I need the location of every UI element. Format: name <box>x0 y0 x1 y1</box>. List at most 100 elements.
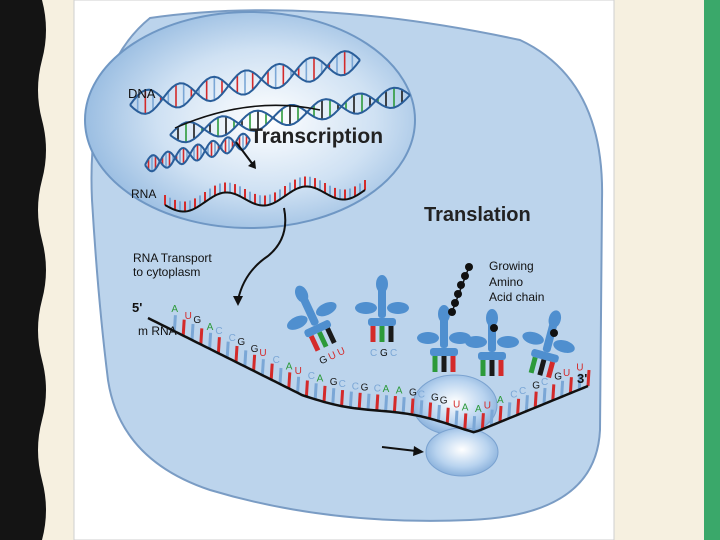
mrna-base-letter: G <box>532 381 540 392</box>
trna-anticodon-letter: U <box>336 346 347 359</box>
trna-anticodon-base <box>450 356 456 372</box>
mrna-base <box>454 410 459 427</box>
mrna-base <box>340 389 345 407</box>
mrna-base-letter: A <box>396 386 403 397</box>
mrna-base <box>401 397 406 414</box>
trna-base-arm <box>531 349 559 363</box>
growing-chain-label-line1: Growing <box>489 259 534 273</box>
mrna-base <box>322 385 327 402</box>
trna-anticodon-base <box>441 356 447 372</box>
trna-base-arm <box>368 318 396 326</box>
trna-right-loop <box>553 340 575 353</box>
trna-anticodon-letter: U <box>327 350 338 363</box>
trna-stem <box>440 318 448 348</box>
trna-top-loop <box>294 285 309 303</box>
growing-chain-label-line3: Acid chain <box>489 290 544 304</box>
mrna-base <box>234 345 239 363</box>
mrna-base-letter: G <box>361 382 369 393</box>
trna-anticodon-base <box>325 327 337 345</box>
trna-left-loop <box>286 315 308 330</box>
mrna-base-letter: A <box>317 374 324 385</box>
mrna-base-letter: U <box>259 348 266 359</box>
mrna-base-letter: A <box>207 322 214 333</box>
mrna-base <box>577 373 582 390</box>
trna-anticodon-letter: C <box>390 348 397 359</box>
mrna-base <box>199 328 204 345</box>
rna-transport-label-line2: to cytoplasm <box>133 265 200 279</box>
trna-right-loop <box>497 336 519 348</box>
mrna-base-letter: U <box>453 400 460 411</box>
trna-base-arm <box>430 348 458 356</box>
mrna-base <box>260 359 265 376</box>
mrna-base <box>208 332 213 349</box>
mrna-base <box>225 341 230 358</box>
mrna-base <box>542 387 547 405</box>
mrna-base-letter: U <box>576 363 583 374</box>
mrna-base <box>489 409 494 426</box>
dna-backbone <box>144 136 251 173</box>
mrna-base-letter: C <box>510 390 517 401</box>
trna-top-loop <box>438 305 450 323</box>
mrna-base-letter: C <box>352 381 359 392</box>
mrna-base <box>384 395 389 412</box>
mrna-base-letter: G <box>237 337 245 348</box>
mrna-base <box>348 391 353 408</box>
mrna-base-letter: A <box>462 402 469 413</box>
mrna-base <box>410 398 415 415</box>
mrna-base <box>586 369 591 387</box>
five-prime-label: 5' <box>132 300 142 315</box>
amino-acid-link <box>451 266 470 313</box>
mrna-base <box>331 388 336 405</box>
mrna-base-letter: G <box>431 393 439 404</box>
trna-anticodon-base <box>432 356 438 372</box>
mrna-base-letter: C <box>308 371 315 382</box>
dna-backbone <box>169 86 411 138</box>
mrna-base-letter: A <box>383 384 390 395</box>
rna-transport-label-line1: RNA Transport <box>133 251 212 265</box>
mrna-base-letter: G <box>251 344 259 355</box>
mrna-base-letter: U <box>295 366 302 377</box>
amino-acid-bead <box>490 324 498 332</box>
mrna-base-letter: G <box>409 388 417 399</box>
trna-left-loop <box>355 302 377 314</box>
mrna-base <box>507 402 512 419</box>
mrna-strand <box>147 315 591 434</box>
rna-label: RNA <box>131 187 156 201</box>
dna-backbone <box>129 50 361 109</box>
rna-backbone <box>164 185 366 213</box>
mrna-base <box>190 323 195 341</box>
trna-anticodon-base <box>370 326 376 342</box>
mrna-base <box>252 354 257 371</box>
trna-anticodon-base <box>528 356 538 374</box>
mrna-base-letter: U <box>185 311 192 322</box>
trna-anticodon-base <box>489 360 495 376</box>
dna-open-strand <box>174 104 321 129</box>
transcription-arrow <box>235 141 255 167</box>
mrna-base <box>463 413 468 430</box>
mrna-base-letter: C <box>519 386 526 397</box>
growing-amino-acid-chain <box>448 263 558 337</box>
trna-anticodon-base <box>480 360 486 376</box>
trna-right-loop <box>315 302 337 317</box>
mrna-base <box>498 405 503 423</box>
mrna-base <box>480 413 485 430</box>
mrna-base <box>560 380 565 397</box>
mrna-base <box>278 367 283 385</box>
trna-anticodon-base <box>546 361 556 379</box>
rna-strand <box>164 176 366 213</box>
trna-left-loop <box>465 336 487 348</box>
mrna-base <box>269 363 274 380</box>
amino-acid-bead <box>550 329 558 337</box>
mrna-base-letter: A <box>286 361 293 372</box>
mrna-base-letter: C <box>273 355 280 366</box>
trna-stem <box>300 297 319 326</box>
mrna-base <box>296 376 301 393</box>
mrna-base <box>243 350 248 367</box>
trna-top-loop <box>548 310 562 328</box>
mrna-base <box>568 377 573 394</box>
mrna-base <box>533 391 538 408</box>
mrna-base <box>445 407 450 424</box>
